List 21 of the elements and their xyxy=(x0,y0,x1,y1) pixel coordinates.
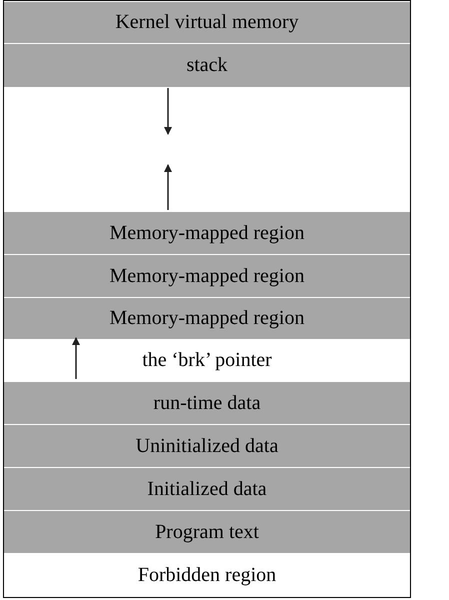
memory-region-band xyxy=(4,297,410,339)
region-label: run-time data xyxy=(153,392,261,414)
region-label: Memory-mapped region xyxy=(110,264,304,288)
region-label: Uninitialized data xyxy=(136,434,278,458)
region-label: Memory-mapped region xyxy=(110,222,304,244)
region-label: the ‘brk’ pointer xyxy=(142,348,272,372)
memory-region-band xyxy=(4,43,410,87)
memory-region-band xyxy=(4,254,410,297)
memory-region-band xyxy=(4,1,410,43)
memory-region-band xyxy=(4,510,410,553)
memory-region-band xyxy=(4,424,410,467)
arrow xyxy=(72,337,80,379)
region-label: Forbidden region xyxy=(138,564,276,586)
region-label: stack xyxy=(186,54,228,77)
region-label: Program text xyxy=(155,520,259,544)
memory-region-band xyxy=(4,467,410,510)
region-label: Kernel virtual memory xyxy=(115,11,299,34)
region-label: Initialized data xyxy=(147,478,267,500)
region-label: Memory-mapped region xyxy=(110,307,304,330)
memory-region-band xyxy=(4,381,410,424)
memory-region-band xyxy=(4,211,410,254)
